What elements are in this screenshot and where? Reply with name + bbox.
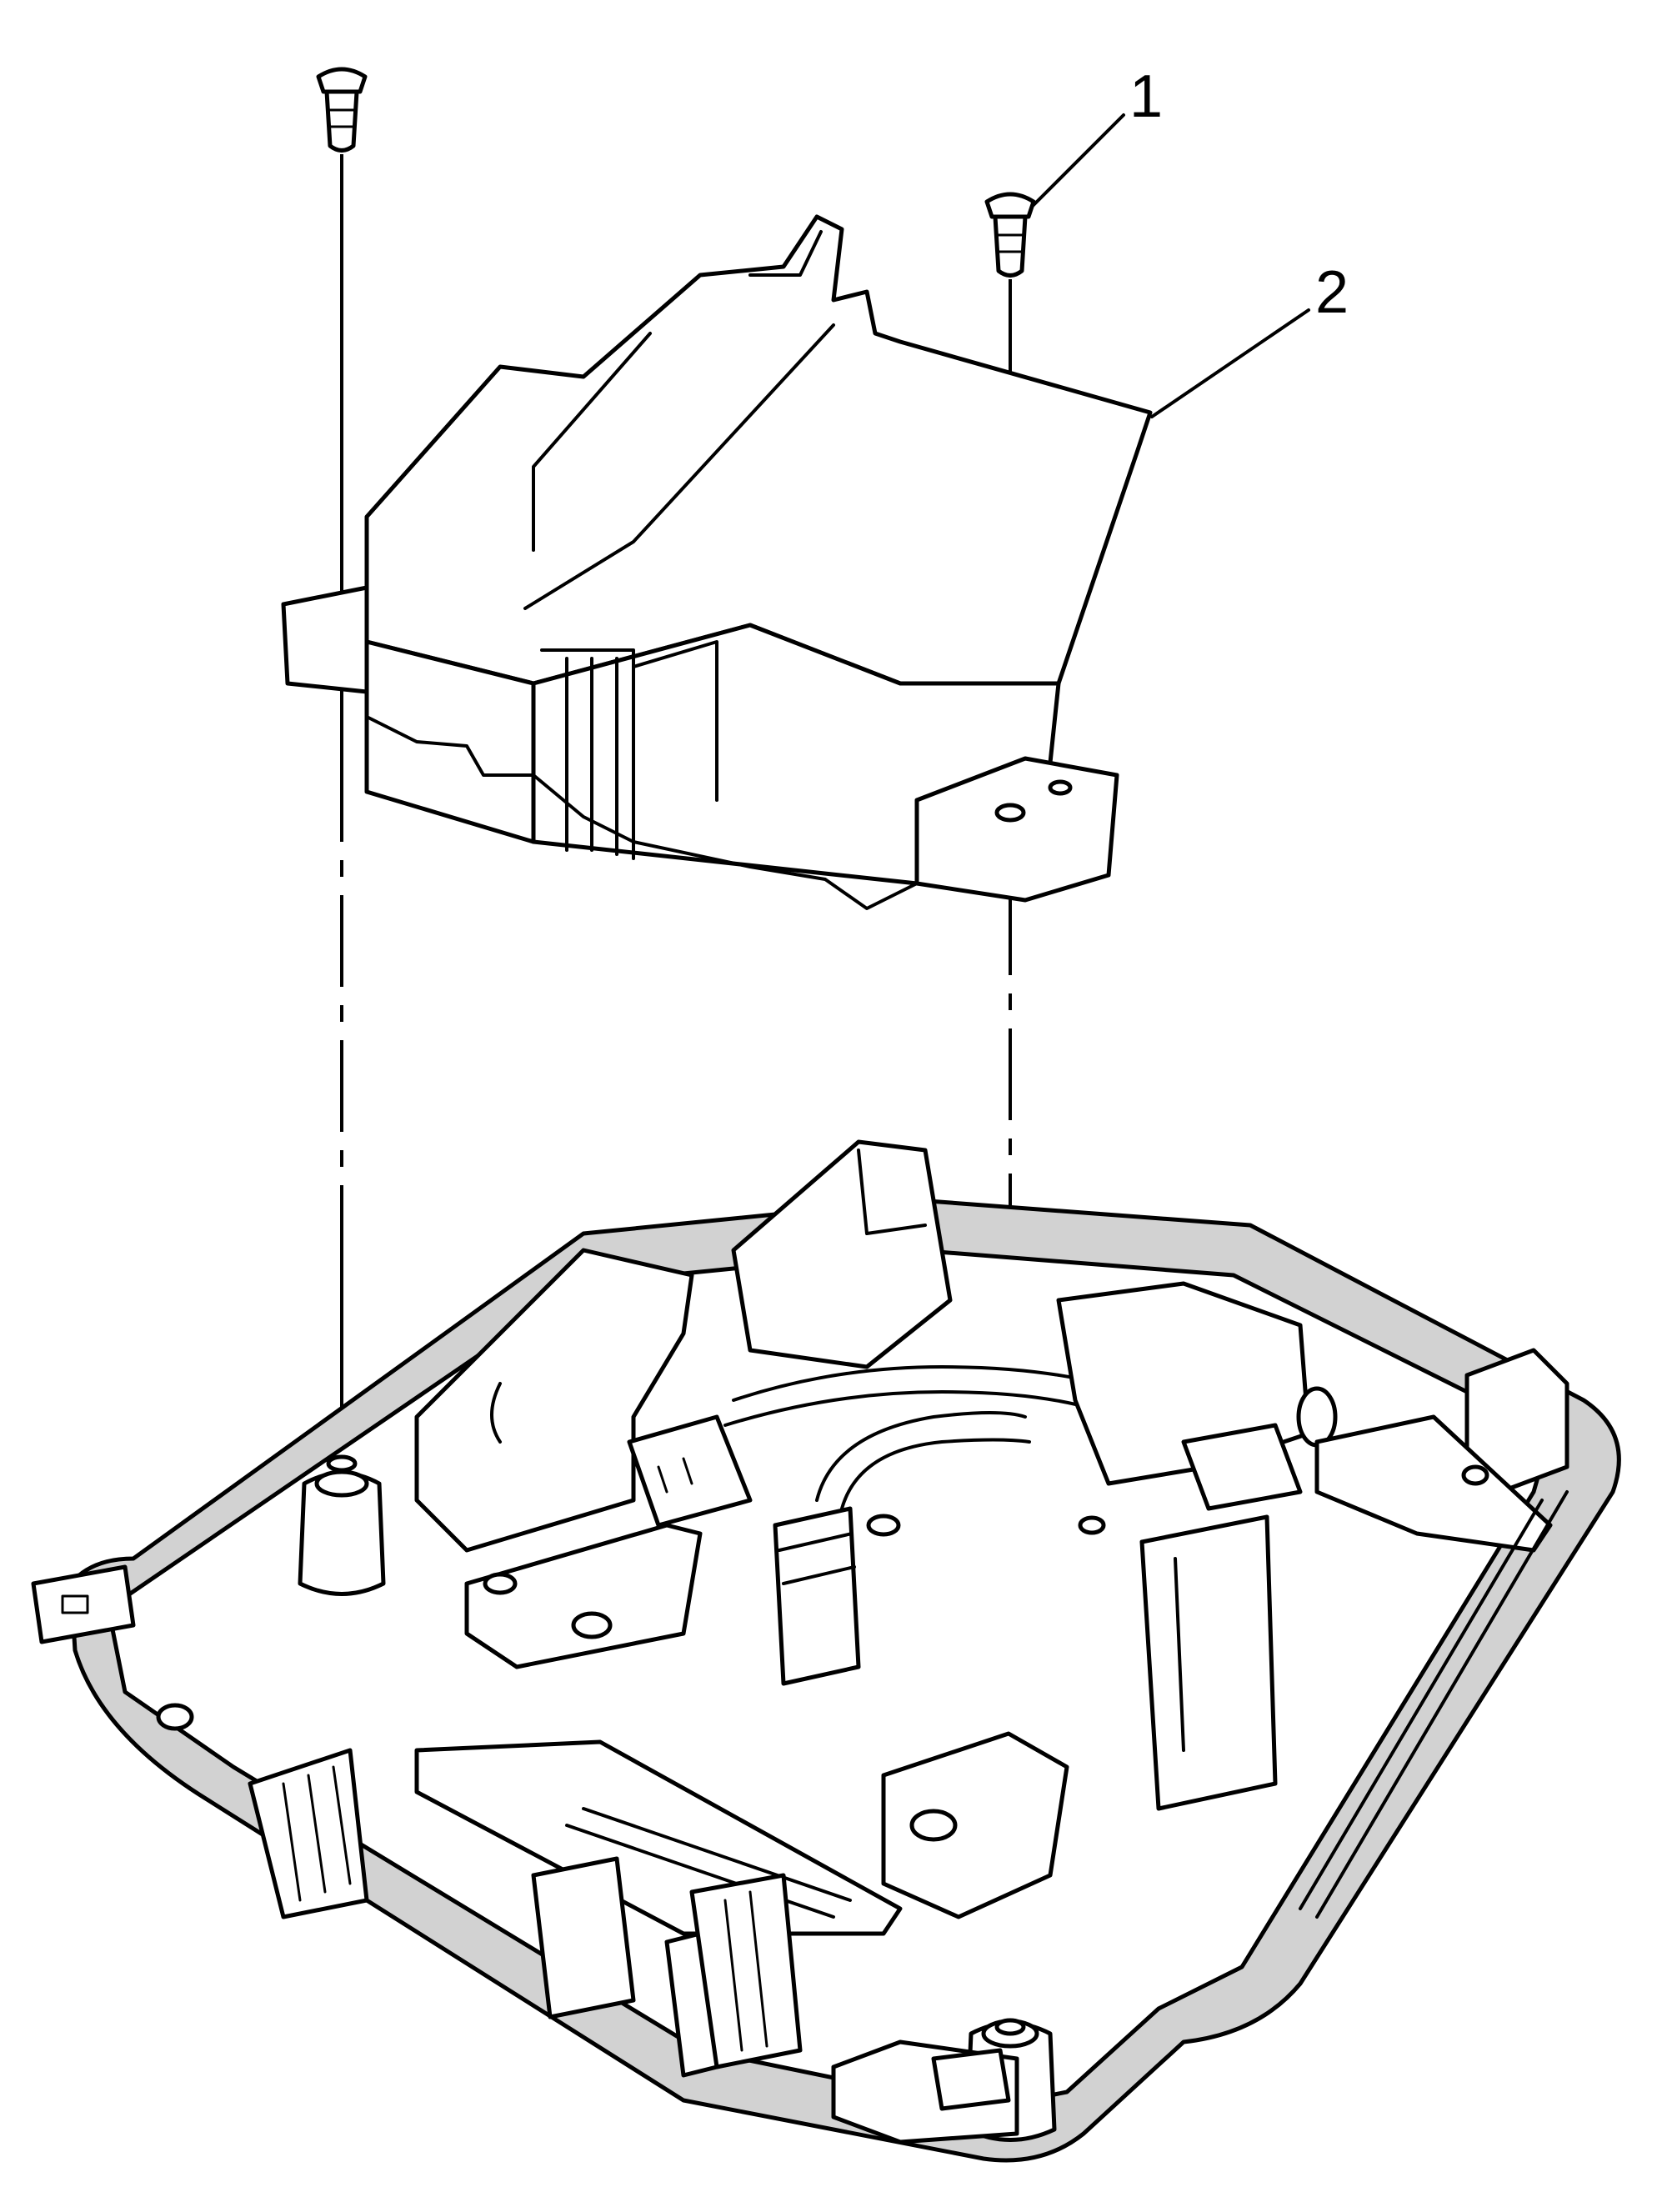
callout-1-label: 1 [1129,63,1163,130]
callout-2: 2 [1150,259,1349,418]
base-light-bar-groove-1 [582,1807,852,1902]
base-hole-a [866,1514,901,1537]
base-center-bracket-hole [571,1611,613,1639]
clip-left-rib-2 [307,1774,327,1894]
fastener-left [316,67,368,153]
wire-harness-2 [723,1390,1094,1427]
module-left-ear [281,585,369,694]
module-side-panel [632,640,718,802]
base-right-clip-cluster [689,1873,803,2069]
module-slot-left [540,648,635,860]
console-left-connector [31,1564,136,1644]
base-hole-b [1078,1515,1106,1535]
module-top-rib [748,230,823,277]
clip-left-rib-3 [332,1765,352,1885]
base-right-boss-hole [994,2018,1026,2036]
wire-harness-1 [732,1365,1102,1402]
overhead-console-base [31,1139,1621,2163]
wire-harness-3 [815,1411,1027,1502]
base-front-right-switch [931,2048,1011,2111]
callout-2-label: 2 [1315,259,1349,326]
electronic-module [281,214,1153,910]
console-left-connector-pin [61,1594,89,1614]
module-top-ridge-1 [532,332,652,552]
base-left-housing-curve [490,1382,502,1444]
base-left-boss-top [314,1469,369,1498]
base-top-housing-detail [857,1149,927,1235]
base-right-rail-2 [1299,1499,1544,1910]
base-center-right-panel [1139,1514,1278,1811]
harness-plug-detail-2 [782,1565,856,1585]
fastener-right-head [984,192,1036,219]
module-bottom-edge [365,715,919,910]
wire-harness-4 [840,1438,1031,1510]
base-light-bar-groove-2 [565,1824,835,1919]
clip-right-rib-2 [748,1890,768,2048]
base-center-clip-cluster [531,1856,636,2019]
base-top-housing [731,1139,953,1369]
callout-2-leader-line [1150,308,1310,418]
base-center-bracket [464,1523,703,1669]
module-right-ear-hole [994,803,1026,823]
fastener-left-shank [324,89,359,153]
base-lower-right-bracket-hole [909,1809,958,1842]
callout-1-leader-line [1030,113,1125,208]
module-top-face [364,214,1153,686]
module-right-ear-hole-small [1048,779,1073,796]
fastener-right-shank [993,214,1028,278]
harness-plug-detail-1 [778,1532,854,1552]
base-lower-right-bracket [881,1731,1069,1919]
base-center-right-panel-line [1174,1557,1185,1752]
module-top-ridge-2 [523,323,835,610]
base-left-housing [414,1248,694,1553]
base-hole-d [1461,1464,1489,1486]
console-tray [106,1248,1553,2111]
harness-plug [773,1506,861,1686]
base-right-housing-lamp [1296,1386,1338,1448]
connector-pin-2 [682,1457,693,1485]
fastener-right [984,192,1036,278]
base-switch-block [1181,1423,1303,1511]
callout-1: 1 [1030,63,1163,208]
base-hole-c [156,1703,194,1731]
clip-right-rib-1 [723,1899,743,2052]
connector-pin-1 [657,1465,668,1494]
clip-left-rib-1 [282,1782,302,1902]
fastener-left-head [316,67,368,94]
base-bracket-hole-2 [483,1572,518,1595]
base-connector-block [627,1414,753,1528]
base-left-boss-hole [326,1454,358,1473]
base-right-rail-1 [1315,1490,1569,1919]
